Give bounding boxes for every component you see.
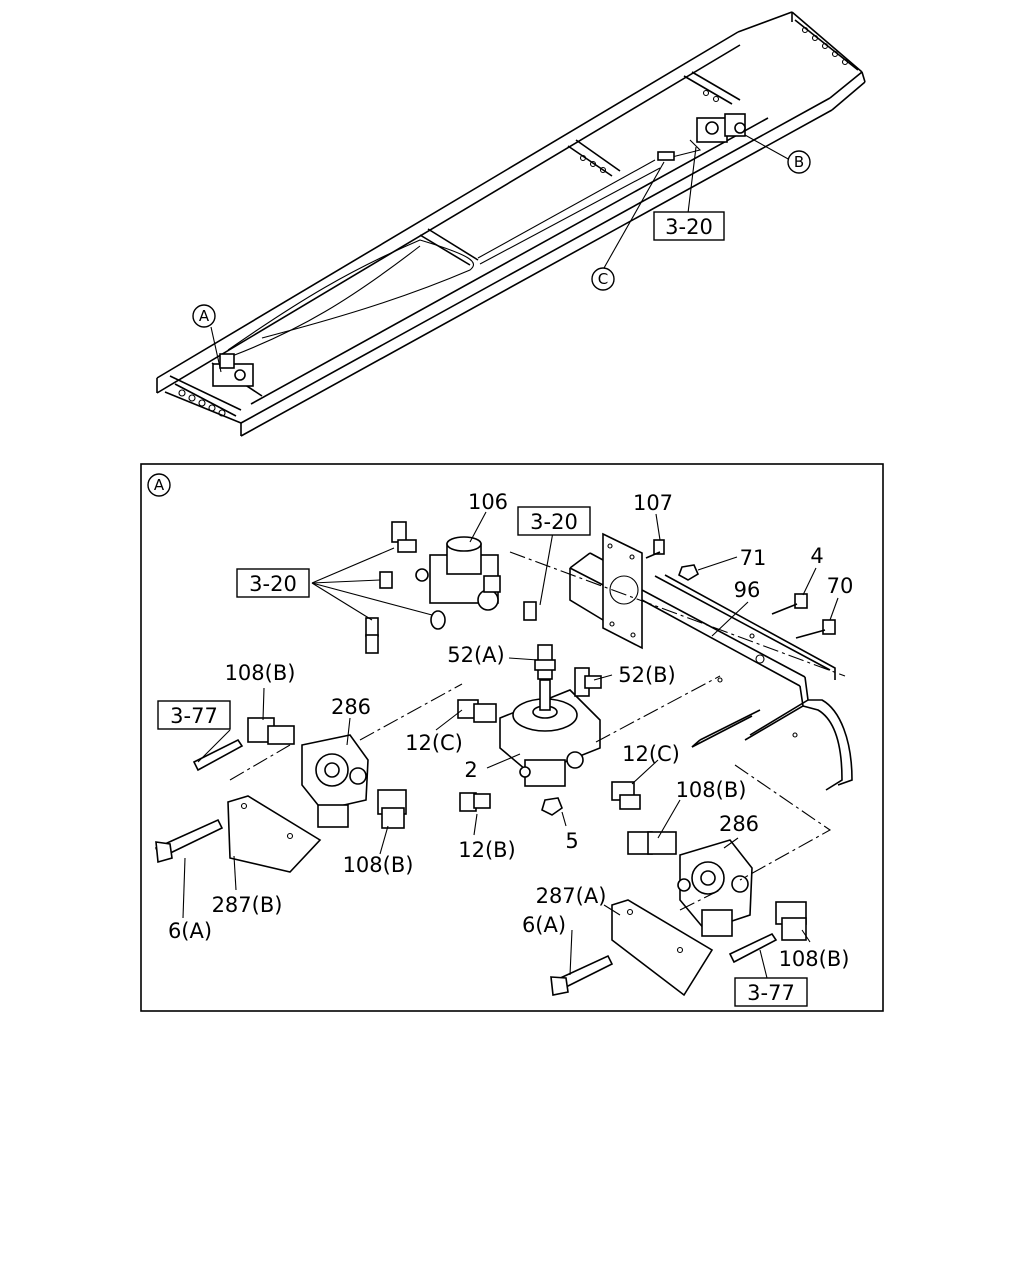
- label-12c-left: 12(C): [405, 731, 463, 755]
- part-52a-fitting: [534, 644, 556, 680]
- label-4: 4: [810, 544, 823, 568]
- part-12c-left-elbow: [457, 699, 497, 723]
- label-108b-bot-right: 108(B): [779, 947, 850, 971]
- label-106: 106: [468, 490, 508, 514]
- detail-corner-callout: A: [147, 473, 171, 497]
- part-12b-fitting: [459, 792, 491, 812]
- svg-text:3-20: 3-20: [249, 572, 297, 596]
- ref-box-3-20-left: 3-20: [236, 568, 310, 598]
- part-287b-shield: [227, 795, 322, 873]
- label-287b: 287(B): [212, 893, 283, 917]
- chassis-frame-overview: A B C 3-20: [156, 11, 866, 437]
- part-5-nut: [541, 797, 563, 816]
- label-52b: 52(B): [618, 663, 676, 687]
- part-71-nut: [678, 564, 700, 581]
- label-107: 107: [633, 491, 673, 515]
- left-side-rail: [156, 11, 793, 436]
- svg-text:A: A: [199, 307, 210, 325]
- mounting-bracket: [569, 532, 853, 791]
- part-108b-left-mid-elbow: [377, 789, 407, 829]
- part-108b-right-bot-elbow: [775, 901, 807, 941]
- part-108b-left-top-elbow: [247, 717, 295, 745]
- part-286-left-valve: [301, 734, 369, 828]
- label-287a: 287(A): [536, 884, 607, 908]
- label-2: 2: [464, 758, 477, 782]
- part-70-bolt: [795, 619, 836, 639]
- ref-box-3-77-left: 3-77: [157, 700, 231, 730]
- label-6a-left: 6(A): [168, 919, 212, 943]
- svg-text:3-77: 3-77: [747, 981, 795, 1005]
- label-12c-right: 12(C): [622, 742, 680, 766]
- label-108b-mid-left: 108(B): [343, 853, 414, 877]
- svg-text:C: C: [598, 270, 608, 288]
- rear-frame-end: [791, 11, 863, 73]
- label-96: 96: [734, 578, 761, 602]
- label-70: 70: [827, 574, 854, 598]
- detail-leaders: [182, 511, 839, 979]
- label-71: 71: [740, 546, 767, 570]
- label-52a: 52(A): [447, 643, 504, 667]
- overview-leaders: [210, 134, 791, 373]
- label-286-left: 286: [331, 695, 371, 719]
- callout-b: B: [787, 150, 811, 174]
- cross-members: [211, 71, 741, 397]
- front-frame-end: [169, 375, 242, 417]
- part-4-bolt: [771, 593, 808, 615]
- label-6a-right: 6(A): [522, 913, 566, 937]
- ref-box-3-20-top: 3-20: [517, 506, 591, 536]
- part-287a-shield: [611, 899, 714, 997]
- pipe-3-77-right: [728, 932, 778, 964]
- svg-text:3-77: 3-77: [170, 704, 218, 728]
- detail-frame: [140, 463, 884, 1012]
- pipe-3-77-left: [192, 738, 244, 772]
- svg-text:A: A: [154, 476, 165, 494]
- callout-a: A: [192, 304, 216, 328]
- label-5: 5: [565, 829, 578, 853]
- part-286-right-valve: [677, 839, 753, 937]
- frame-piping: [227, 159, 661, 357]
- callout-c: C: [591, 267, 615, 291]
- ref-box-3-20-overview: 3-20: [653, 211, 725, 241]
- svg-text:B: B: [794, 153, 804, 171]
- label-286-right: 286: [719, 812, 759, 836]
- part-6a-right-bolt: [550, 954, 614, 996]
- part-12c-right-elbow: [611, 781, 641, 810]
- assembly-centerlines: [229, 551, 846, 911]
- valve-cluster-b: [657, 113, 746, 161]
- part-6a-left-bolt: [154, 818, 224, 864]
- svg-text:3-20: 3-20: [530, 510, 578, 534]
- label-108b-top-right: 108(B): [676, 778, 747, 802]
- part-2-relay-valve: [499, 679, 601, 787]
- right-side-rail: [240, 71, 866, 437]
- part-107-bolt: [645, 539, 665, 559]
- svg-text:3-20: 3-20: [665, 215, 713, 239]
- part-106-valve: [415, 536, 501, 611]
- part-52b-fitting: [574, 667, 602, 697]
- label-108b-top-left: 108(B): [225, 661, 296, 685]
- fittings-3-20-group: [365, 521, 537, 654]
- detail-view-a: A: [140, 463, 884, 1012]
- part-labels: 106 107 71 4 70 96 52(A) 52(B) 108(B) 28…: [168, 490, 853, 971]
- part-108b-right-top-elbow: [627, 831, 677, 855]
- valve-cluster-a: [212, 353, 254, 387]
- ref-box-3-77-right: 3-77: [734, 977, 808, 1007]
- label-12b: 12(B): [458, 838, 516, 862]
